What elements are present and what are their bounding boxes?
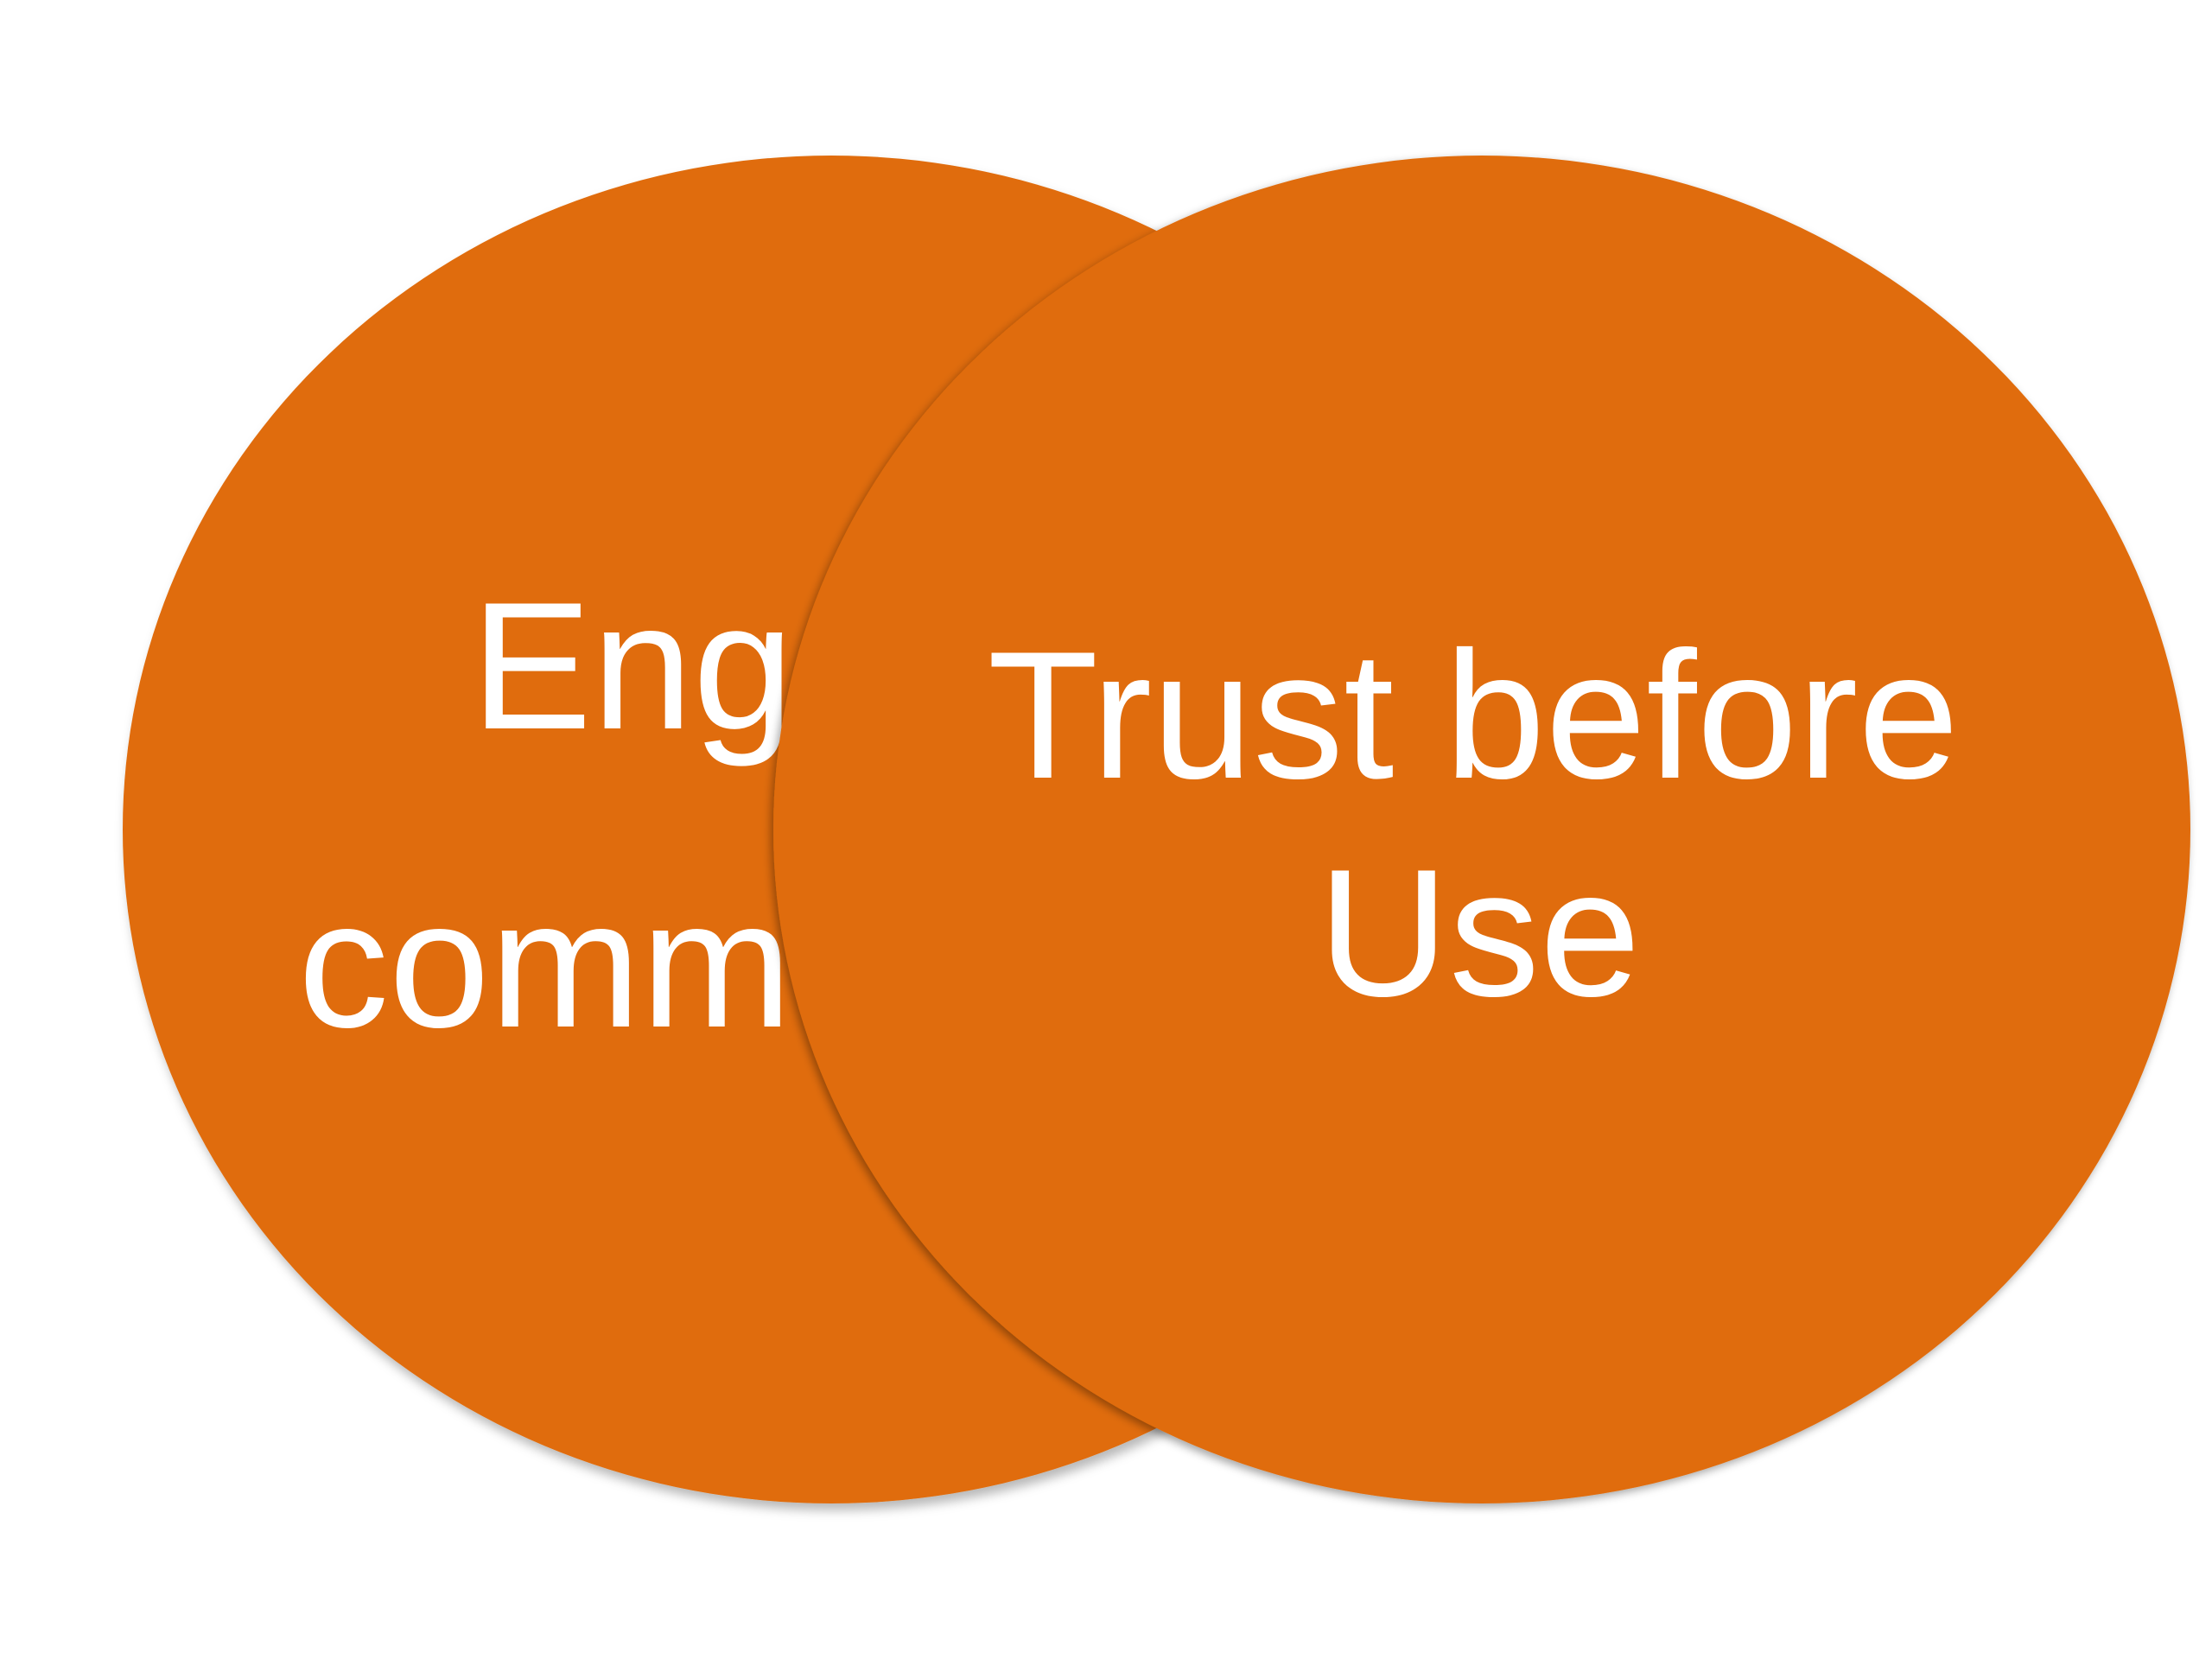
right-circle-line1: Trust before <box>988 613 1959 817</box>
left-circle-line2: comm <box>298 862 792 1065</box>
right-circle-line2: Use <box>1318 831 1640 1034</box>
right-circle: Trust before Use <box>773 156 2190 1503</box>
